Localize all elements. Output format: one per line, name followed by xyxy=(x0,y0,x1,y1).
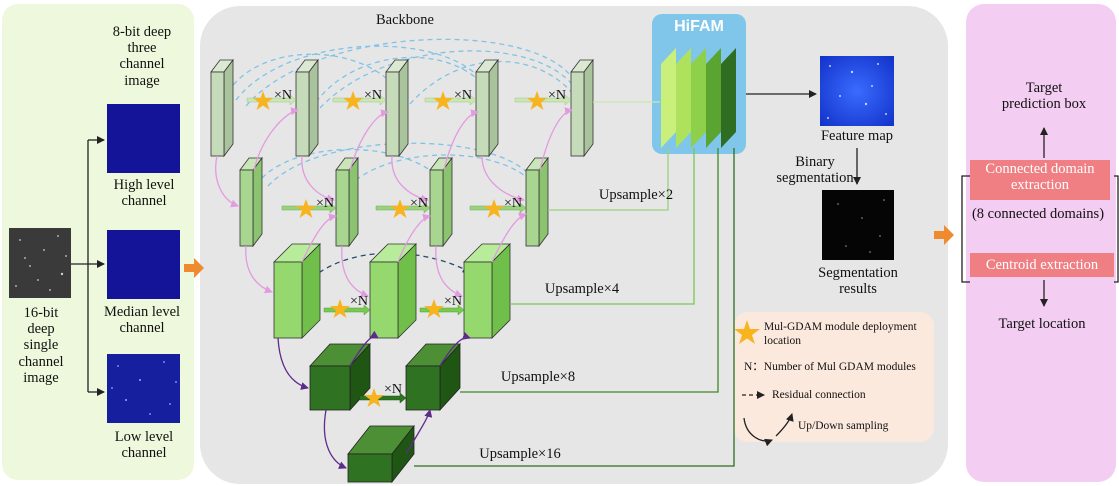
low-level-channel-speckles xyxy=(111,361,177,415)
low-level-line-1: Low level xyxy=(114,429,174,445)
legend-n-definition: N：Number of Mul GDAM modules xyxy=(744,361,916,373)
low-level-channel-label: Low level channel xyxy=(94,429,194,461)
median-level-channel-image xyxy=(107,230,180,299)
backbone-level1-blocks xyxy=(210,58,594,158)
connected-line-2: extraction xyxy=(1011,176,1069,193)
binary-line-2: segmentation xyxy=(776,170,854,187)
connected-domain-extraction-box: Connected domain extraction xyxy=(970,160,1110,200)
output-connectors xyxy=(961,127,1119,307)
channel-header-line-3: channel xyxy=(119,56,165,73)
target-location-label: Target location xyxy=(998,316,1086,332)
backbone-to-output-arrow xyxy=(934,225,954,245)
segmentation-results-label: Segmentation results xyxy=(798,265,918,297)
upsample-connections xyxy=(414,101,735,467)
channel-header-line-1: 8-bit deep xyxy=(112,24,172,40)
segmentation-line-1: Segmentation xyxy=(818,265,898,281)
high-level-channel-image xyxy=(107,104,180,173)
legend-updown-text: Up/Down sampling xyxy=(798,420,889,432)
channel-header-line-2: three xyxy=(127,40,157,57)
multiplier-label: ×N xyxy=(453,88,472,103)
connected-domains-note: (8 connected domains) xyxy=(971,206,1105,222)
high-level-channel-label: High level channel xyxy=(94,177,194,209)
multiplier-label: ×N xyxy=(363,88,382,103)
multiplier-label: ×N xyxy=(503,196,522,211)
multiplier-label: ×N xyxy=(443,294,462,309)
input-image-caption: 16-bit deep single channel image xyxy=(6,305,76,386)
target-box-line-1: Target xyxy=(1025,80,1063,96)
channel-header-line-4: image xyxy=(124,72,160,89)
binary-segmentation-label: Binary segmentation xyxy=(770,154,860,186)
multiplier-label: ×N xyxy=(349,294,368,309)
connected-line-1: Connected domain xyxy=(985,161,1095,177)
legend-residual-text: Residual connection xyxy=(772,389,866,401)
low-level-channel-image xyxy=(107,354,180,423)
median-level-line-2: channel xyxy=(119,320,165,337)
input-caption-line-4: channel xyxy=(18,353,64,370)
multiplier-label: ×N xyxy=(547,88,566,103)
pink-sampling-arrows xyxy=(215,107,573,298)
binary-line-1: Binary xyxy=(795,154,835,170)
grayscale-input-image xyxy=(9,228,71,298)
module-stars xyxy=(253,91,760,407)
purple-sampling-arrows xyxy=(277,330,471,469)
median-level-line-1: Median level xyxy=(103,304,181,320)
upsample-x8-label: Upsample×8 xyxy=(500,369,576,385)
grayscale-input-speckles xyxy=(15,235,67,291)
backbone-level4-blocks xyxy=(309,342,461,412)
feature-map-image xyxy=(820,56,894,126)
input-caption-line-5: image xyxy=(23,369,59,386)
upsample-x4-label: Upsample×4 xyxy=(544,281,620,297)
high-level-line-2: channel xyxy=(121,193,167,210)
segmentation-result-image xyxy=(822,190,894,260)
multiplier-label: ×N xyxy=(273,88,292,103)
input-caption-line-3: single xyxy=(23,337,59,354)
upsample-x2-label: Upsample×2 xyxy=(598,187,674,203)
residual-connections-level3 xyxy=(311,252,471,279)
legend-graphics xyxy=(742,391,794,447)
input-caption-line-1: 16-bit xyxy=(23,305,59,321)
legend-star-text: Mul-GDAM module deployment location xyxy=(764,321,917,348)
multiplier-label: ×N xyxy=(409,196,428,211)
feature-map-label: Feature map xyxy=(820,128,894,144)
centroid-extraction-box: Centroid extraction xyxy=(970,253,1114,277)
input-caption-line-2: deep xyxy=(27,321,55,338)
hifam-title: HiFAM xyxy=(674,18,724,35)
feature-map-speckles xyxy=(827,63,887,119)
multiplier-label: ×N xyxy=(315,196,334,211)
output-panel xyxy=(966,4,1116,482)
target-prediction-box-label: Target prediction box xyxy=(976,80,1112,112)
multiplier-label: ×N xyxy=(383,382,402,397)
three-channel-header: 8-bit deep three channel image xyxy=(92,24,192,89)
backbone-level3-blocks xyxy=(273,243,511,339)
median-level-channel-label: Median level channel xyxy=(90,304,194,336)
legend-panel xyxy=(734,312,934,442)
backbone-level5-block xyxy=(347,424,415,484)
upsample-x16-label: Upsample×16 xyxy=(479,446,561,462)
segmentation-line-2: results xyxy=(839,281,877,298)
high-level-line-1: High level xyxy=(113,177,175,193)
channel-split-arrows xyxy=(71,136,105,396)
residual-connections-level1 xyxy=(227,38,581,109)
residual-connections-level2 xyxy=(261,142,535,187)
low-level-line-2: channel xyxy=(121,445,167,462)
backbone-title: Backbone xyxy=(376,12,434,28)
segmentation-result-speckles xyxy=(837,199,885,253)
hifam-layers xyxy=(661,48,736,148)
input-to-backbone-arrow xyxy=(184,258,204,278)
target-box-line-2: prediction box xyxy=(1001,96,1087,113)
